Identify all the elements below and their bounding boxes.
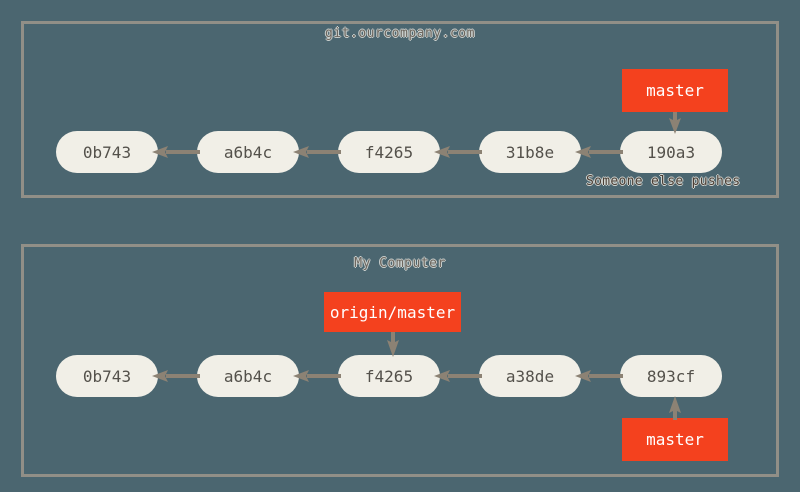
commit-node[interactable]: 0b743 [56,355,158,397]
parent-arrow-icon [575,370,623,382]
commit-node[interactable]: a6b4c [197,131,299,173]
parent-arrow-icon [152,146,200,158]
branch-label-origin-master[interactable]: origin/master [324,292,461,332]
commit-node[interactable]: 893cf [620,355,722,397]
parent-arrow-icon [152,370,200,382]
panel-remote-repository [21,21,779,198]
panel-local-repository [21,244,779,477]
commit-node[interactable]: a6b4c [197,355,299,397]
caption-someone-else-pushes: Someone else pushes [586,174,741,189]
commit-node[interactable]: f4265 [338,131,440,173]
commit-node[interactable]: 190a3 [620,131,722,173]
parent-arrow-icon [434,370,482,382]
parent-arrow-icon [293,370,341,382]
branch-label-master[interactable]: master [622,69,728,112]
branch-pointer-arrow-icon-up [669,396,681,420]
commit-node[interactable]: 0b743 [56,131,158,173]
branch-pointer-arrow-icon [669,112,681,134]
parent-arrow-icon [575,146,623,158]
commit-node[interactable]: f4265 [338,355,440,397]
parent-arrow-icon [434,146,482,158]
commit-node[interactable]: a38de [479,355,581,397]
panel-title-remote: git.ourcompany.com [325,26,475,41]
panel-title-local: My Computer [354,256,446,271]
commit-node[interactable]: 31b8e [479,131,581,173]
parent-arrow-icon [293,146,341,158]
branch-pointer-arrow-icon [387,332,399,357]
branch-label-master[interactable]: master [622,418,728,461]
